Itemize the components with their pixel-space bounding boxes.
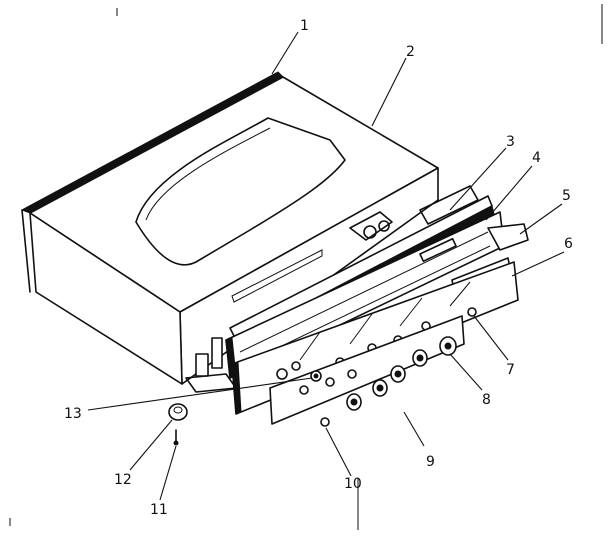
scan-marks [9,4,603,526]
callout-11: 11 [150,502,168,518]
callout-1: 1 [300,18,309,34]
callout-4: 4 [532,150,541,166]
callout-10: 10 [344,476,362,492]
loose-knob-and-pin [168,403,188,446]
leader-lines [87,31,565,530]
callout-6: 6 [564,236,573,252]
callout-8: 8 [482,392,491,408]
callout-5: 5 [562,188,571,204]
callout-9: 9 [426,454,435,470]
control-knobs [310,307,477,427]
callout-13: 13 [64,406,82,422]
callout-12: 12 [114,472,132,488]
callout-2: 2 [406,44,415,60]
callout-labels: 1 2 3 4 5 6 7 8 9 10 11 12 13 [64,18,573,518]
callout-7: 7 [506,362,515,378]
callout-3: 3 [506,134,515,150]
lower-escutcheon-plate [269,315,465,425]
